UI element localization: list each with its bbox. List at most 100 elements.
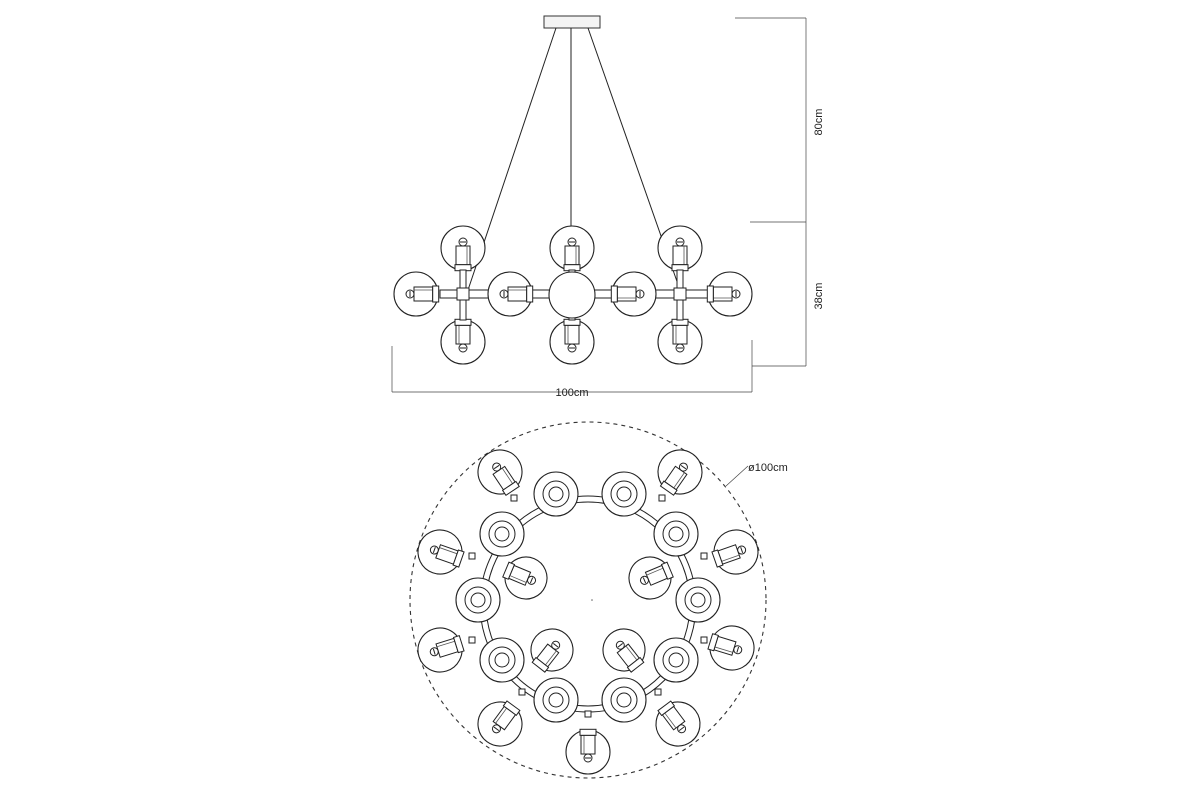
side-junction-hub	[456, 287, 470, 301]
bulb	[429, 647, 439, 657]
plan-globe-plate	[684, 586, 712, 614]
plan-globe-plate	[488, 646, 516, 674]
filament	[642, 577, 647, 584]
bulb	[458, 237, 468, 247]
socket-collar	[660, 561, 674, 580]
side-stem-upper	[676, 269, 684, 291]
dim-label-drop-height: 80cm	[813, 109, 825, 136]
plan-ring-connector	[700, 636, 708, 644]
socket-edge	[625, 645, 638, 662]
center-ball	[548, 271, 596, 319]
bulb	[567, 343, 577, 353]
plan-globe-cap	[616, 692, 632, 708]
bulb	[405, 289, 415, 299]
bulb-socket	[564, 324, 580, 345]
side-globe-right-end	[706, 271, 753, 317]
plan-globe-cap	[494, 526, 510, 542]
socket-collar	[502, 561, 516, 580]
socket-edge	[720, 554, 740, 562]
socket-collar	[706, 285, 714, 303]
socket-collar	[657, 700, 676, 717]
plan-globe-cap	[494, 652, 510, 668]
bulb	[429, 545, 439, 555]
plan-globe-outer	[477, 700, 523, 747]
plan-globe-inner	[530, 628, 574, 673]
bulb	[527, 575, 537, 585]
socket-collar	[659, 480, 678, 496]
plan-globe-inner	[502, 556, 548, 600]
plan-ring-connector	[518, 688, 526, 696]
plan-globe-plate	[662, 646, 690, 674]
plan-globe-outer	[711, 529, 759, 575]
plan-globe-cap	[668, 652, 684, 668]
bulb-socket	[616, 286, 637, 302]
socket-collar	[711, 549, 724, 568]
bulb	[737, 545, 747, 555]
plan-ring-connector	[658, 494, 666, 502]
socket-collar	[626, 656, 645, 673]
socket-collar	[452, 634, 465, 654]
socket-edge	[501, 467, 514, 485]
socket-edge	[495, 707, 508, 724]
socket-edge	[713, 646, 733, 653]
socket-collar	[531, 656, 550, 673]
bulb	[492, 462, 502, 472]
plan-globe-outer	[417, 529, 465, 575]
dim-label-width: 100cm	[555, 387, 588, 399]
plan-globe-outer	[417, 627, 465, 673]
socket-collar	[579, 728, 597, 736]
plan-globe-cap	[668, 526, 684, 542]
socket-collar	[432, 285, 440, 303]
plan-ring-connector	[584, 710, 592, 718]
bulb-socket	[455, 245, 471, 266]
bulb	[491, 724, 501, 734]
plan-globe-top	[675, 577, 721, 623]
filament	[529, 577, 534, 584]
plan-globe-plate	[464, 586, 492, 614]
plan-ring-connector	[654, 688, 662, 696]
plan-globe-plate	[542, 686, 570, 714]
bulb	[615, 640, 625, 650]
side-junction-hub	[673, 287, 687, 301]
bulb-socket	[455, 324, 471, 345]
plan-ring-connector	[510, 494, 518, 502]
plan-globe-plate	[610, 480, 638, 508]
socket-collar	[707, 633, 719, 652]
bulb-socket	[507, 286, 528, 302]
plan-globe-cap	[690, 592, 706, 608]
bulb	[675, 343, 685, 353]
socket-collar	[502, 700, 521, 716]
bulb	[551, 640, 561, 650]
filament	[740, 547, 744, 554]
socket-edge	[436, 640, 456, 648]
socket-edge	[439, 547, 459, 555]
plan-globe-cap	[548, 486, 564, 502]
plan-globe-top	[455, 577, 501, 623]
dim-label-diameter: ø100cm	[748, 462, 788, 474]
bulb-socket	[580, 734, 596, 755]
side-globe-lower	[549, 318, 595, 365]
bulb	[731, 289, 741, 299]
plan-globe-outer	[707, 625, 755, 671]
socket-edge	[544, 650, 557, 666]
socket-collar	[501, 480, 520, 497]
socket-collar	[526, 285, 534, 303]
bulb	[583, 753, 593, 763]
side-stem-lower	[459, 297, 467, 321]
filament	[678, 726, 685, 732]
plan-ring-connector	[468, 552, 476, 560]
bulb	[499, 289, 509, 299]
plan-view: ø100cm	[409, 421, 788, 779]
bulb	[677, 724, 687, 734]
side-globe-upper	[440, 225, 486, 272]
socket-edge	[663, 712, 677, 729]
plan-globe-plate	[610, 686, 638, 714]
plan-globe-outer	[655, 700, 701, 747]
center-mark	[591, 599, 593, 601]
side-globe-inner	[610, 271, 657, 317]
outer-diameter-circle	[409, 421, 767, 779]
plan-globe-outer	[477, 449, 523, 497]
bulb-socket	[413, 286, 434, 302]
plan-globe-plate	[542, 480, 570, 508]
